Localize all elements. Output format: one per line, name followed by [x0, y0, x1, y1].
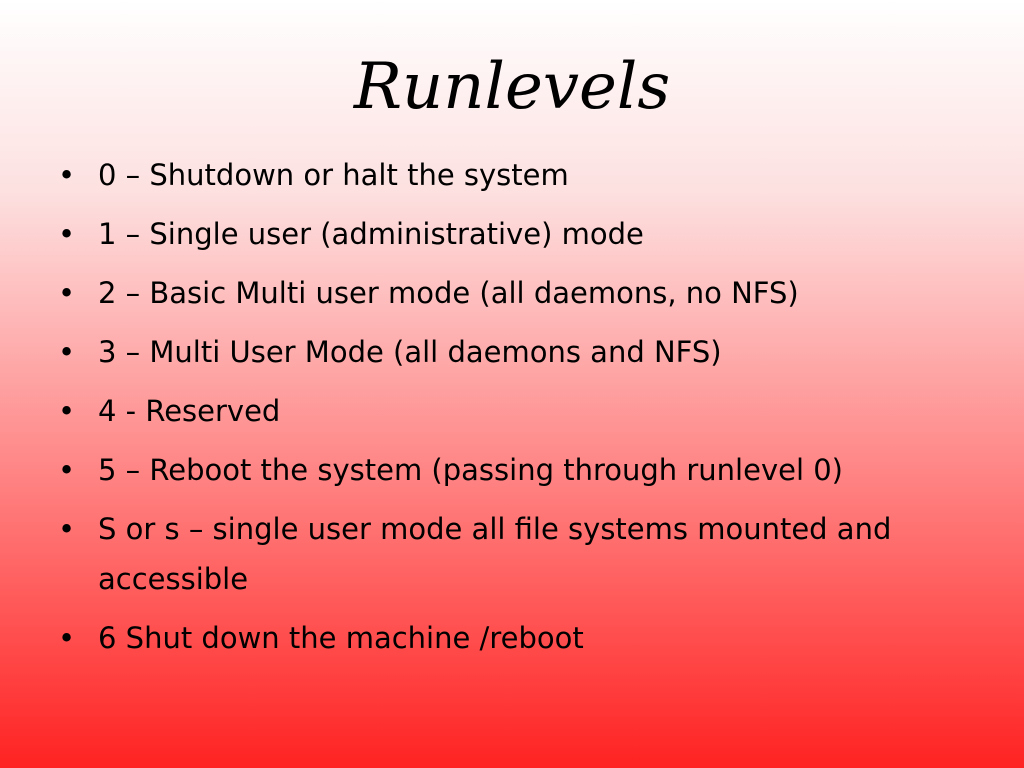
list-item: • 6 Shut down the machine /reboot	[58, 613, 978, 663]
item-text: S or s – single user mode all file syste…	[98, 512, 892, 596]
item-text: 3 – Multi User Mode (all daemons and NFS…	[98, 335, 722, 369]
bullet-icon: •	[58, 512, 76, 546]
bullet-icon: •	[58, 158, 76, 192]
list-item: • 4 - Reserved	[58, 386, 978, 436]
bullet-icon: •	[58, 394, 76, 428]
list-item: • 2 – Basic Multi user mode (all daemons,…	[58, 268, 978, 318]
item-text: 5 – Reboot the system (passing through r…	[98, 453, 843, 487]
bullet-icon: •	[58, 621, 76, 655]
bullet-icon: •	[58, 217, 76, 251]
bullet-icon: •	[58, 276, 76, 310]
list-item: • S or s – single user mode all file syst…	[58, 504, 978, 604]
list-item: • 1 – Single user (administrative) mode	[58, 209, 978, 259]
list-item: • 5 – Reboot the system (passing through …	[58, 445, 978, 495]
item-text: 1 – Single user (administrative) mode	[98, 217, 644, 251]
item-text: 0 – Shutdown or halt the system	[98, 158, 569, 192]
slide-title: Runlevels	[353, 50, 671, 124]
item-text: 6 Shut down the machine /reboot	[98, 621, 584, 655]
runlevel-list: • 0 – Shutdown or halt the system • 1 – Si…	[58, 150, 978, 672]
bullet-icon: •	[58, 453, 76, 487]
item-text: 4 - Reserved	[98, 394, 281, 428]
item-text: 2 – Basic Multi user mode (all daemons, …	[98, 276, 799, 310]
bullet-icon: •	[58, 335, 76, 369]
list-item: • 0 – Shutdown or halt the system	[58, 150, 978, 200]
list-item: • 3 – Multi User Mode (all daemons and NF…	[58, 327, 978, 377]
